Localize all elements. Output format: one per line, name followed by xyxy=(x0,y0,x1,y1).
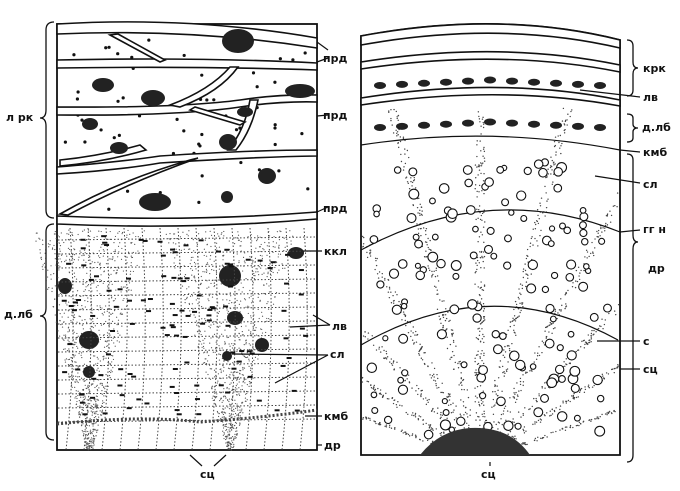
label-inner-bark-right: д.лб xyxy=(642,121,671,134)
label-outer-bark: л рк xyxy=(6,111,34,124)
right-braces xyxy=(626,39,639,463)
label-sieve-tubes-left: сл xyxy=(330,348,345,361)
label-inner-bark-left: д.лб xyxy=(4,308,33,321)
label-rays-right: сц xyxy=(643,363,658,376)
right-leader-lines xyxy=(489,89,641,466)
phloem-and-vessels xyxy=(366,76,612,440)
label-sieve-tubes-right: сл xyxy=(643,178,658,191)
label-phloem-fibers-right: лв xyxy=(643,91,658,104)
label-cambium-left: кмб xyxy=(324,410,348,423)
label-periderm-3: прд xyxy=(323,202,347,215)
label-rays-bottom: сц xyxy=(481,468,496,481)
label-phloem-fibers-left: лв xyxy=(332,320,347,333)
label-wood-right: др xyxy=(648,262,665,275)
periderm-layers xyxy=(56,21,318,227)
label-vessels: с xyxy=(643,335,650,348)
label-sclerenchyma: ккл xyxy=(324,245,347,258)
phloem-cell-grid xyxy=(57,227,317,451)
label-rays-left: сц xyxy=(200,468,215,481)
label-cambium-right: кмб xyxy=(643,146,667,159)
left-braces xyxy=(39,21,55,441)
left-panel xyxy=(35,21,318,451)
annual-ring-line-2 xyxy=(360,305,619,346)
left-leader-lines xyxy=(189,41,331,467)
label-crust: крк xyxy=(643,62,666,75)
crust-layers xyxy=(360,23,621,107)
annual-ring-line-1 xyxy=(360,209,621,251)
nuclei xyxy=(58,29,315,378)
label-annual-ring: гг н xyxy=(643,223,666,236)
label-periderm-1: прд xyxy=(323,52,347,65)
label-periderm-2: прд xyxy=(323,109,347,122)
label-wood-left: др xyxy=(324,439,341,452)
cambium-line-right xyxy=(360,135,621,151)
right-panel xyxy=(360,23,621,456)
pith-core xyxy=(420,427,530,455)
